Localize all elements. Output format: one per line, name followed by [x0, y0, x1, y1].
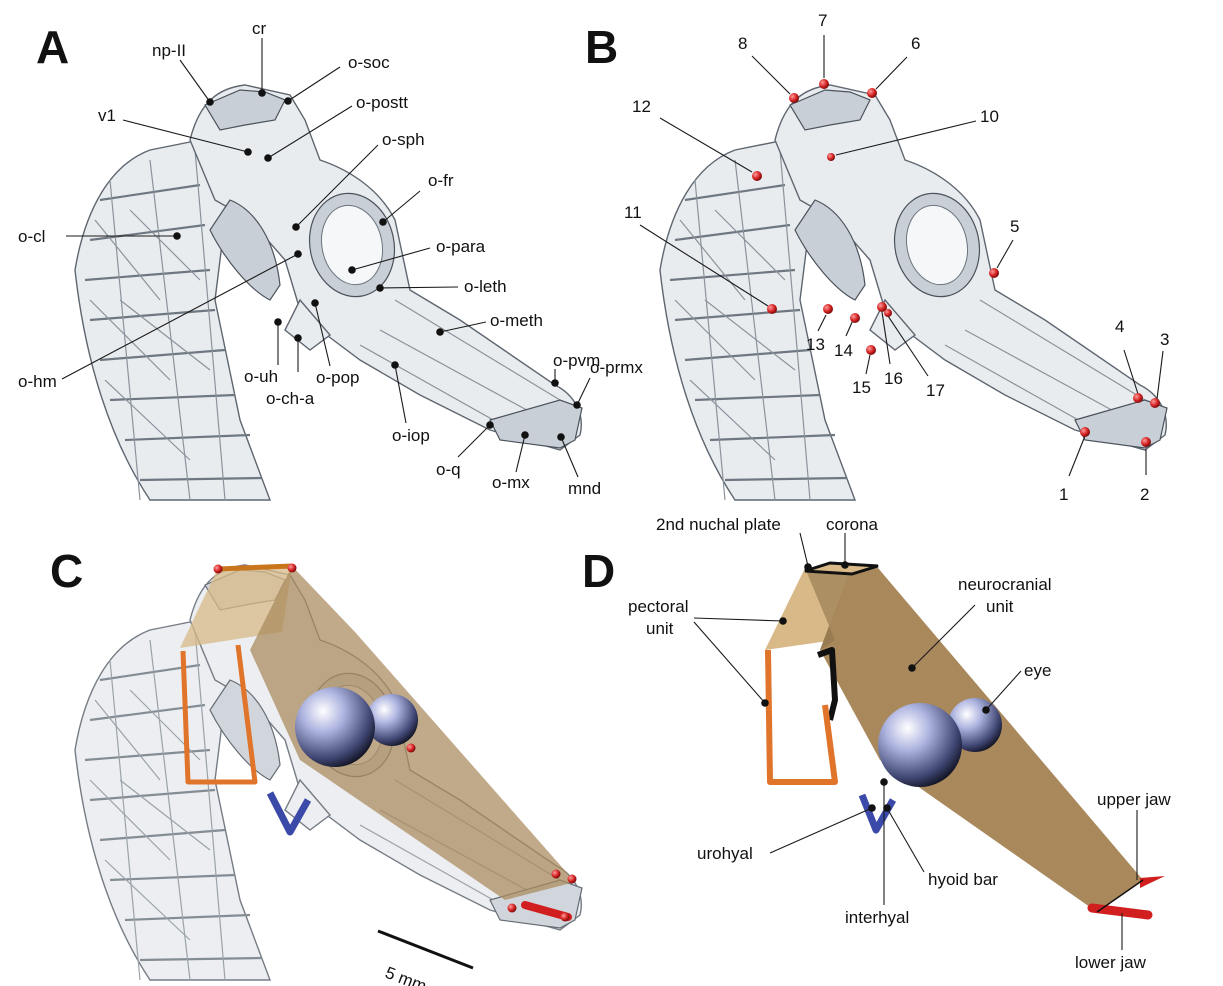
label-o-postt: o-postt [356, 93, 408, 112]
label-lower-jaw: lower jaw [1075, 953, 1147, 972]
label-o-q: o-q [436, 460, 461, 479]
landmark-label-1: 1 [1059, 485, 1068, 504]
label-hyoid-bar: hyoid bar [928, 870, 998, 889]
landmark-label-4: 4 [1115, 317, 1124, 336]
label-mnd: mnd [568, 479, 601, 498]
landmark-label-6: 6 [911, 34, 920, 53]
label-o-fr: o-fr [428, 171, 454, 190]
landmark-label-17: 17 [926, 381, 945, 400]
label-o-prmx: o-prmx [590, 358, 643, 377]
landmark-label-12: 12 [632, 97, 651, 116]
landmark-label-14: 14 [834, 341, 853, 360]
panel-c-letter: C [50, 545, 83, 597]
label-v1: v1 [98, 106, 116, 125]
eye-near [878, 703, 962, 787]
panel-b-letter: B [585, 21, 618, 73]
landmark-label-2: 2 [1140, 485, 1149, 504]
panel-a: A [18, 19, 643, 500]
landmark-label-13: 13 [806, 335, 825, 354]
label-upper-jaw: upper jaw [1097, 790, 1171, 809]
panel-c-eye-near [295, 687, 375, 767]
landmark-label-16: 16 [884, 369, 903, 388]
landmark-label-7: 7 [818, 11, 827, 30]
label-np-ii: np-II [152, 41, 186, 60]
panel-d: D [582, 515, 1171, 972]
label-2nd-nuchal-plate: 2nd nuchal plate [656, 515, 781, 534]
label-o-soc: o-soc [348, 53, 390, 72]
scale-bar [378, 931, 473, 968]
label-o-hm: o-hm [18, 372, 57, 391]
panel-c-corona-bar [218, 566, 292, 569]
label-o-uh: o-uh [244, 367, 278, 386]
landmark-label-8: 8 [738, 34, 747, 53]
label-o-sph: o-sph [382, 130, 425, 149]
label-o-meth: o-meth [490, 311, 543, 330]
panel-c: C 5 mm [50, 545, 582, 986]
label-o-leth: o-leth [464, 277, 507, 296]
label-interhyal: interhyal [845, 908, 909, 927]
landmark-label-11: 11 [624, 203, 642, 222]
label-cr: cr [252, 19, 267, 38]
upper-jaw-shape [1140, 876, 1165, 888]
label-o-iop: o-iop [392, 426, 430, 445]
label-o-cl: o-cl [18, 227, 45, 246]
landmark-label-15: 15 [852, 378, 871, 397]
landmark-label-10: 10 [980, 107, 999, 126]
label-urohyal: urohyal [697, 844, 753, 863]
scale-bar-label: 5 mm [383, 963, 429, 986]
panel-d-letter: D [582, 545, 615, 597]
landmark-label-3: 3 [1160, 330, 1169, 349]
label-eye: eye [1024, 661, 1051, 680]
panel-b: B [585, 11, 1169, 504]
landmark-label-5: 5 [1010, 217, 1019, 236]
pectoral-bar [768, 650, 835, 782]
label-o-mx: o-mx [492, 473, 530, 492]
label-corona: corona [826, 515, 879, 534]
label-o-pop: o-pop [316, 368, 359, 387]
label-o-para: o-para [436, 237, 486, 256]
panel-a-letter: A [36, 21, 69, 73]
hyoid-shape [862, 795, 893, 830]
panel-b-skull-render [660, 85, 1167, 500]
label-o-ch-a: o-ch-a [266, 389, 315, 408]
